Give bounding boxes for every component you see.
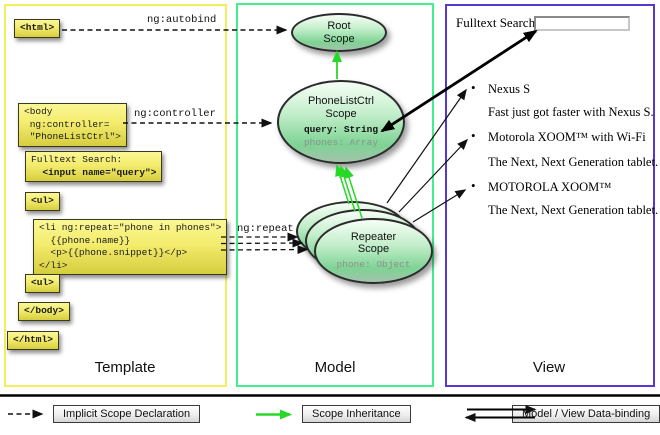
view-item-title: Nexus S [488,82,531,96]
query-property: query: String [303,124,379,136]
view-item-title: MOTOROLA XOOM™ [488,180,612,194]
legend-scope-inheritance: Scope Inheritance [302,405,411,423]
fulltext-search-code-box: Fulltext Search: <input name="query"> [25,151,163,183]
root-scope-title: Root Scope [323,19,355,45]
html-open-tag-box: <html> [14,19,61,38]
ng-repeat-label: ng:repeat [237,223,294,235]
fulltext-label-code: Fulltext Search: [31,154,123,165]
repeater-scope-ellipse: Repeater Scope phone: Object [314,218,433,284]
li-repeat-code-box: <li ng:repeat="phone in phones"> {{phone… [33,219,228,276]
view-fulltext-label: Fulltext Search: [456,15,539,30]
template-column-label: Template [94,359,156,376]
model-column [236,3,434,387]
bullet-icon: • [471,128,476,143]
legend-model-view-data-binding: Model / View Data-binding [512,405,660,423]
phonelistctrl-scope-title: PhoneListCtrl Scope [307,95,375,120]
fulltext-search-input[interactable] [534,16,630,31]
ul-open-tag-box: <ul> [25,192,60,211]
view-column [445,4,655,387]
html-close-tag-box: </html> [7,331,59,350]
view-item-title: Motorola XOOM™ with Wi-Fi [488,130,646,144]
body-open-tag-box: <body ng:controller= "PhoneListCtrl"> [18,103,127,147]
root-scope-ellipse: Root Scope [291,13,387,52]
input-tag-code: <input name="query"> [31,166,157,178]
bullet-icon: • [471,80,476,95]
repeater-scope-title: Repeater Scope [350,230,397,256]
ng-controller-label: ng:controller [134,108,216,120]
view-column-label: View [532,359,566,376]
view-item-desc: The Next, Next Generation tablet. [488,203,659,217]
view-item-desc: Fast just got faster with Nexus S. [488,105,654,119]
bullet-icon: • [471,178,476,193]
phonelistctrl-scope-ellipse: PhoneListCtrl Scope query: String phones… [277,80,405,164]
ng-autobind-label: ng:autobind [147,14,217,26]
phone-property: phone: Object [336,258,411,270]
legend-implicit-scope-declaration: Implicit Scope Declaration [53,405,201,423]
ul-close-tag-box: <ul> [25,274,60,293]
phones-property: phones: Array [303,136,379,148]
view-item-desc: The Next, Next Generation tablet. [488,155,659,169]
body-close-tag-box: </body> [18,302,70,321]
model-column-label: Model [314,359,356,376]
